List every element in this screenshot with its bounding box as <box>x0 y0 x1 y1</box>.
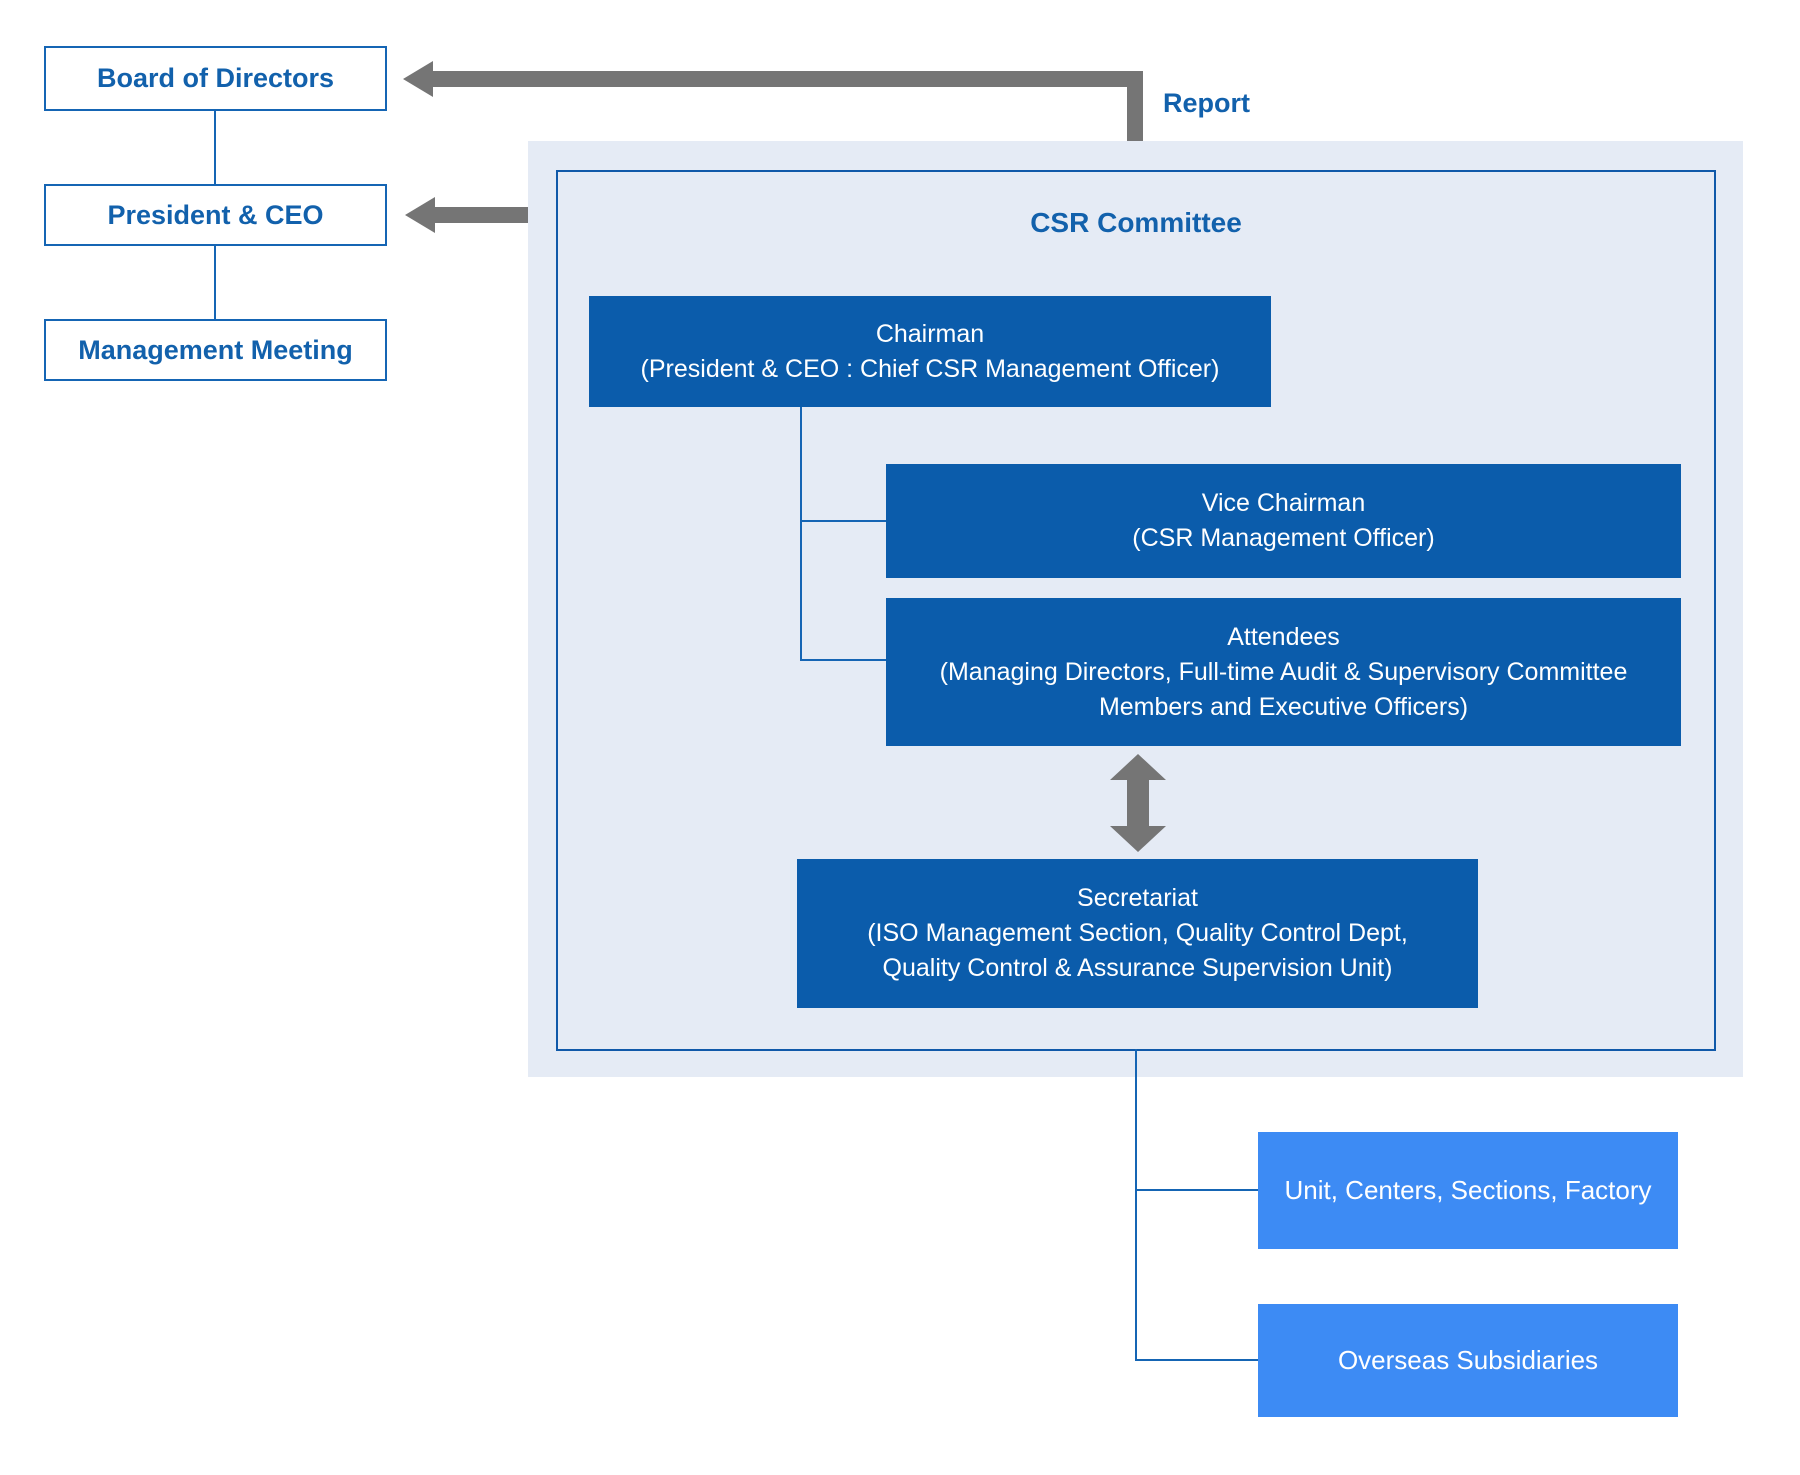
panel-to-president-arrow-shaft <box>435 207 528 223</box>
unit-centers-sections-factory-label: Unit, Centers, Sections, Factory <box>1284 1175 1652 1205</box>
connector-to-unit-box <box>1135 1189 1258 1191</box>
attendees-line-1: Attendees <box>1227 622 1340 651</box>
board-of-directors-box: Board of Directors <box>44 46 387 111</box>
attendees-box: Attendees (Managing Directors, Full-time… <box>886 598 1681 746</box>
vice-chairman-line-1: Vice Chairman <box>1201 489 1366 517</box>
secretariat-line-1: Secretariat <box>1077 884 1198 912</box>
board-of-directors-label: Board of Directors <box>96 63 335 93</box>
vice-chairman-line-2: (CSR Management Officer) <box>1132 524 1435 552</box>
chairman-line-1: Chairman <box>875 319 985 348</box>
connector-to-overseas-box <box>1135 1359 1258 1361</box>
management-meeting-box: Management Meeting <box>44 319 387 381</box>
president-ceo-box: President & CEO <box>44 184 387 246</box>
panel-to-president-arrowhead-icon <box>405 197 435 233</box>
secretariat-line-3: Quality Control & Assurance Supervision … <box>882 954 1393 982</box>
report-arrow-shaft <box>433 71 1143 87</box>
attendees-line-2: (Managing Directors, Full-time Audit & S… <box>939 657 1628 686</box>
csr-committee-title: CSR Committee <box>1030 207 1242 238</box>
two-way-arrow-icon <box>1110 754 1166 852</box>
connector-to-vice-chairman <box>800 520 886 522</box>
vice-chairman-box: Vice Chairman (CSR Management Officer) <box>886 464 1681 578</box>
connector-president-management <box>214 246 216 319</box>
connector-secretariat-drop <box>1135 1049 1137 1361</box>
chairman-line-2: (President & CEO : Chief CSR Management … <box>640 354 1220 383</box>
unit-centers-sections-factory-box: Unit, Centers, Sections, Factory <box>1258 1132 1678 1249</box>
report-label: Report <box>1163 88 1250 118</box>
secretariat-line-2: (ISO Management Section, Quality Control… <box>867 919 1408 947</box>
chairman-box: Chairman (President & CEO : Chief CSR Ma… <box>589 296 1271 407</box>
attendees-line-3: Members and Executive Officers) <box>1098 692 1469 721</box>
president-ceo-label: President & CEO <box>107 199 324 230</box>
secretariat-box: Secretariat (ISO Management Section, Qua… <box>797 859 1478 1008</box>
connector-board-president <box>214 111 216 184</box>
management-meeting-label: Management Meeting <box>78 334 353 365</box>
overseas-subsidiaries-box: Overseas Subsidiaries <box>1258 1304 1678 1417</box>
connector-to-attendees <box>800 659 886 661</box>
connector-chairman-drop <box>800 407 802 661</box>
report-arrow-stub <box>1127 71 1143 142</box>
report-arrowhead-icon <box>403 61 433 97</box>
overseas-subsidiaries-label: Overseas Subsidiaries <box>1337 1345 1599 1375</box>
